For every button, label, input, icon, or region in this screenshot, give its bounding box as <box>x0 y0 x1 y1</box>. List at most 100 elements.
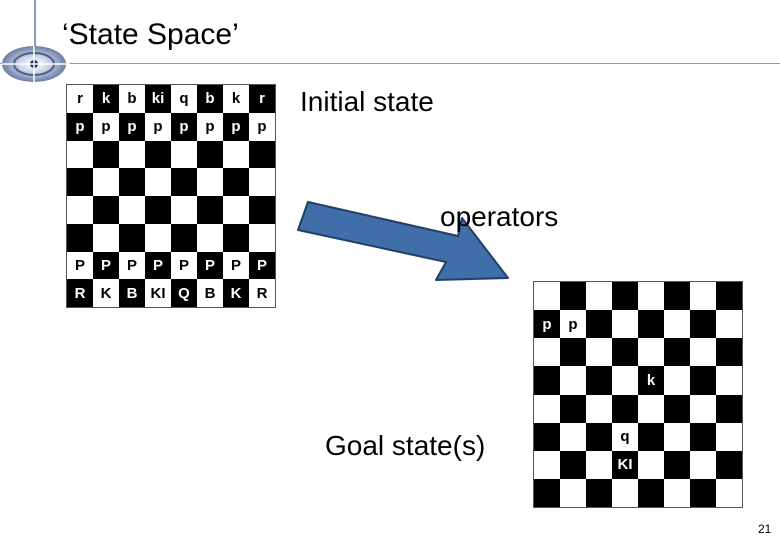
board-square <box>586 310 612 339</box>
board-square <box>586 422 612 451</box>
board-piece: q <box>612 422 638 451</box>
board-square <box>586 282 612 311</box>
board-square <box>664 422 690 451</box>
operators-label: operators <box>440 201 559 232</box>
goal-state-label: Goal state(s) <box>325 430 486 461</box>
board-square <box>716 282 742 311</box>
board-piece: P <box>171 251 197 280</box>
board-piece: p <box>249 112 275 141</box>
board-piece: P <box>197 251 223 280</box>
board-piece: ki <box>145 85 171 113</box>
board-square <box>249 223 275 252</box>
board-square <box>145 140 171 169</box>
board-piece: B <box>197 279 223 307</box>
decor-horizontal-line <box>0 63 780 64</box>
board-square <box>560 338 586 367</box>
board-square <box>119 140 145 169</box>
board-square <box>171 196 197 224</box>
board-square <box>223 223 249 252</box>
board-square <box>93 140 119 169</box>
board-piece: p <box>67 112 93 141</box>
board-square <box>664 478 690 507</box>
board-square <box>716 394 742 423</box>
board-piece: p <box>93 112 119 141</box>
board-square <box>249 168 275 196</box>
board-square <box>586 338 612 367</box>
board-square <box>612 394 638 423</box>
board-piece: KI <box>145 279 171 307</box>
board-piece: P <box>119 251 145 280</box>
board-piece: Q <box>171 279 197 307</box>
board-square <box>638 310 664 339</box>
board-square <box>560 422 586 451</box>
board-square <box>664 394 690 423</box>
board-piece: R <box>249 279 275 307</box>
board-square <box>664 310 690 339</box>
board-square <box>612 338 638 367</box>
crosshair-globe-icon <box>2 46 70 82</box>
board-piece: p <box>197 112 223 141</box>
board-square <box>560 478 586 507</box>
board-square <box>171 168 197 196</box>
board-square <box>67 168 93 196</box>
board-square <box>67 223 93 252</box>
board-square <box>534 422 560 451</box>
board-square <box>664 338 690 367</box>
board-square <box>612 282 638 311</box>
board-piece: p <box>145 112 171 141</box>
board-square <box>223 196 249 224</box>
page-number: 21 <box>758 522 772 536</box>
board-square <box>664 282 690 311</box>
board-square <box>638 282 664 311</box>
board-square <box>586 450 612 479</box>
board-piece: KI <box>612 450 638 479</box>
board-piece: p <box>171 112 197 141</box>
board-square <box>716 310 742 339</box>
board-square <box>586 478 612 507</box>
board-square <box>716 338 742 367</box>
board-piece: k <box>93 85 119 113</box>
board-square <box>638 478 664 507</box>
board-square <box>690 478 716 507</box>
board-square <box>119 196 145 224</box>
board-square <box>586 394 612 423</box>
board-square <box>171 140 197 169</box>
board-square <box>690 338 716 367</box>
board-piece: r <box>67 85 93 113</box>
board-square <box>690 310 716 339</box>
board-piece: P <box>145 251 171 280</box>
board-piece: r <box>249 85 275 113</box>
board-piece: b <box>197 85 223 113</box>
arrow-right-down-icon <box>297 201 509 281</box>
board-piece: k <box>223 85 249 113</box>
board-piece: k <box>638 366 664 395</box>
board-piece: P <box>67 251 93 280</box>
board-piece: p <box>560 310 586 339</box>
board-square <box>197 168 223 196</box>
board-square <box>197 223 223 252</box>
board-square <box>690 366 716 395</box>
board-square <box>638 450 664 479</box>
board-piece: K <box>93 279 119 307</box>
board-piece: P <box>249 251 275 280</box>
board-square <box>690 282 716 311</box>
board-square <box>638 422 664 451</box>
board-square <box>534 394 560 423</box>
board-square <box>612 366 638 395</box>
slide-title: ‘State Space’ <box>62 18 239 51</box>
board-square <box>690 422 716 451</box>
board-piece: P <box>93 251 119 280</box>
board-square <box>119 168 145 196</box>
initial-state-label: Initial state <box>300 86 434 117</box>
board-square <box>690 450 716 479</box>
board-square <box>119 223 145 252</box>
board-square <box>145 168 171 196</box>
board-piece: p <box>119 112 145 141</box>
board-square <box>67 140 93 169</box>
board-piece: P <box>223 251 249 280</box>
board-square <box>197 196 223 224</box>
board-square <box>560 394 586 423</box>
board-square <box>560 366 586 395</box>
